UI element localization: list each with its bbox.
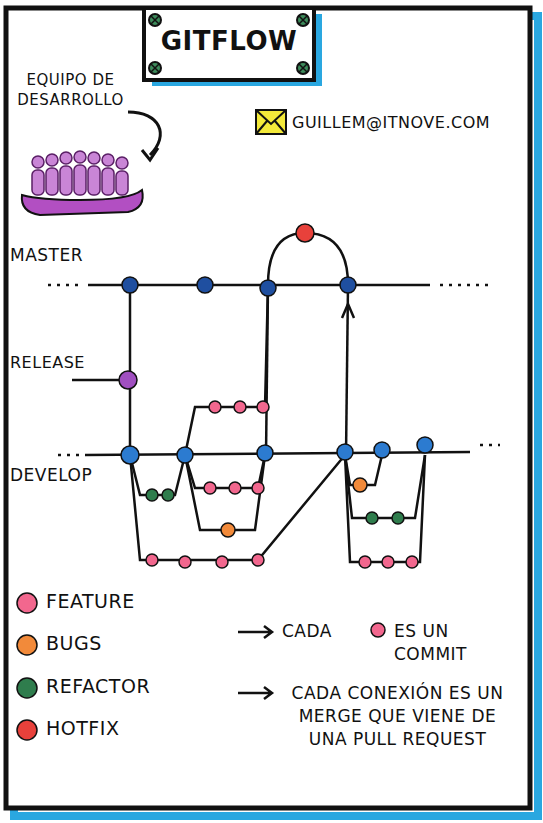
legend-text: BUGS — [46, 632, 102, 654]
merge-arrow — [342, 304, 354, 318]
branch-label: RELEASE — [10, 352, 85, 374]
envelope-icon — [256, 110, 286, 134]
frame — [6, 8, 530, 808]
legend-swatch — [17, 720, 37, 740]
legend-swatch — [17, 593, 37, 613]
legend-text: HOTFIX — [46, 717, 119, 739]
note-text: CADA — [282, 620, 332, 643]
note-text: ES UN COMMIT — [394, 620, 504, 666]
title: GITFLOW — [146, 26, 312, 56]
legend-swatch — [17, 635, 37, 655]
legend-text: FEATURE — [46, 590, 135, 612]
commit-sample — [371, 623, 385, 637]
legend-text: REFACTOR — [46, 675, 150, 697]
team-label: EQUIPO DE DESARROLLO — [8, 70, 133, 111]
branch-label: DEVELOP — [10, 464, 92, 487]
commits — [119, 224, 433, 568]
note-text: CADA CONEXIÓN ES UN MERGE QUE VIENE DE U… — [280, 682, 515, 751]
branch-label: MASTER — [10, 244, 83, 267]
legend-swatch — [17, 678, 37, 698]
team-illustration — [22, 151, 143, 215]
title-box — [144, 8, 314, 80]
branch-lines — [48, 233, 500, 562]
email: GUILLEM@ITNOVE.COM — [292, 112, 490, 134]
team-arrow — [128, 112, 160, 155]
note-arrows — [238, 626, 272, 699]
arrow-head — [142, 148, 158, 160]
